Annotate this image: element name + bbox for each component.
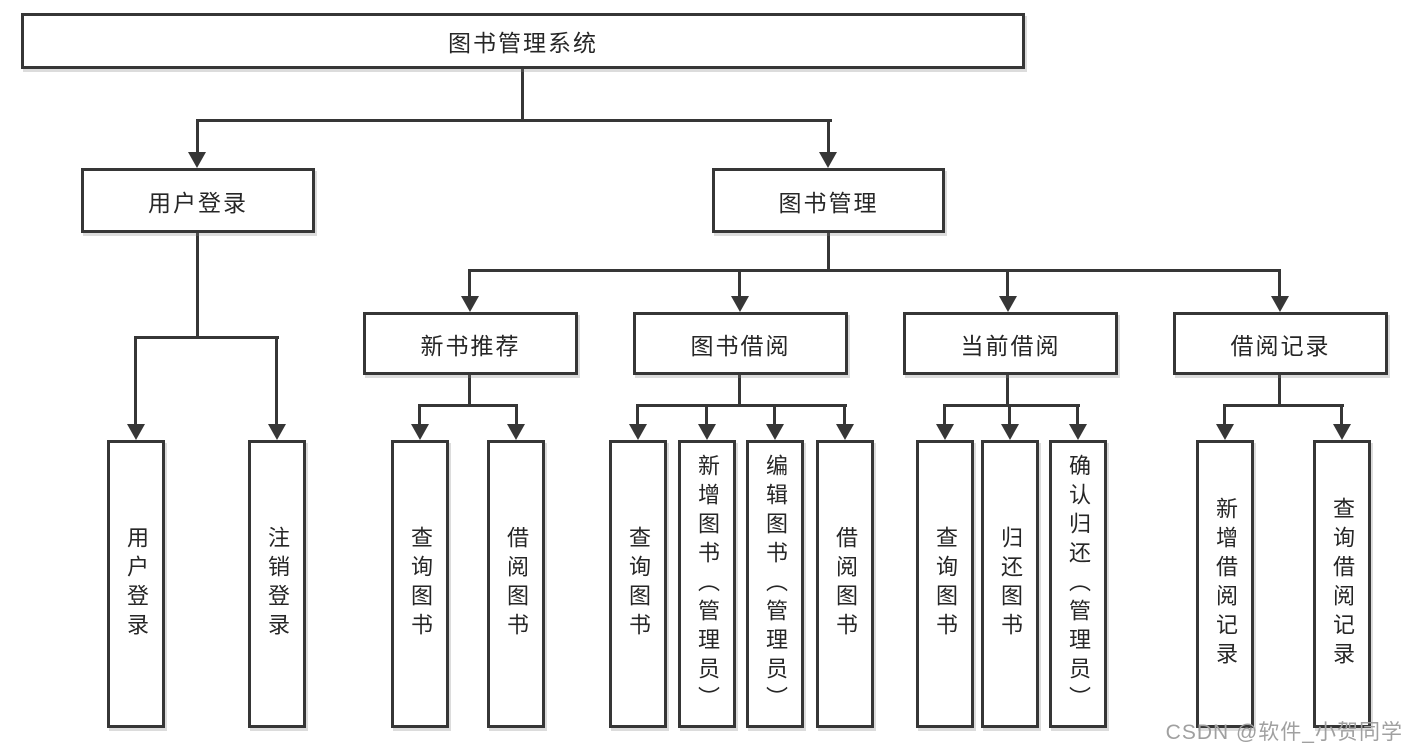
connector-stem bbox=[275, 336, 278, 436]
connector-split bbox=[418, 404, 518, 407]
leaf-label: 查询图书 bbox=[933, 526, 958, 642]
leaf-label: 借阅图书 bbox=[504, 526, 529, 642]
connector-stem bbox=[738, 375, 741, 407]
arrowhead-down-icon bbox=[819, 152, 837, 168]
connector-stem bbox=[1006, 269, 1009, 308]
node-borrow-records: 借阅记录 bbox=[1173, 312, 1388, 375]
leaf-label: 编辑图书（管理员） bbox=[763, 453, 788, 715]
arrowhead-down-icon bbox=[268, 424, 286, 440]
leaf-label: 确认归还（管理员） bbox=[1066, 453, 1091, 715]
connector-stem bbox=[773, 404, 776, 436]
arrowhead-down-icon bbox=[629, 424, 647, 440]
node-label: 用户登录 bbox=[148, 189, 248, 216]
connector-stem bbox=[827, 119, 830, 164]
node-book-borrow: 图书借阅 bbox=[633, 312, 848, 375]
connector-stem bbox=[1340, 404, 1343, 436]
connector-split bbox=[636, 404, 847, 407]
arrowhead-down-icon bbox=[936, 424, 954, 440]
arrowhead-down-icon bbox=[698, 424, 716, 440]
connector-stem bbox=[468, 269, 471, 308]
connector-stem bbox=[636, 404, 639, 436]
connector-stem bbox=[196, 232, 199, 339]
connector-split bbox=[943, 404, 1080, 407]
arrowhead-down-icon bbox=[411, 424, 429, 440]
leaf-edit-book-admin: 编辑图书（管理员） bbox=[746, 440, 804, 728]
arrowhead-down-icon bbox=[1216, 424, 1234, 440]
node-label: 借阅记录 bbox=[1230, 332, 1331, 359]
leaf-label: 注销登录 bbox=[265, 526, 290, 642]
connector-stem bbox=[827, 233, 830, 272]
node-label: 图书管理系统 bbox=[448, 30, 598, 56]
arrowhead-down-icon bbox=[1069, 424, 1087, 440]
leaf-add-book-admin: 新增图书（管理员） bbox=[678, 440, 736, 728]
leaf-label: 查询借阅记录 bbox=[1330, 497, 1355, 671]
node-new-book-recommend: 新书推荐 bbox=[363, 312, 578, 375]
arrowhead-down-icon bbox=[836, 424, 854, 440]
leaf-confirm-return-admin: 确认归还（管理员） bbox=[1049, 440, 1107, 728]
arrowhead-down-icon bbox=[766, 424, 784, 440]
connector-split bbox=[468, 269, 1281, 272]
node-root: 图书管理系统 bbox=[21, 13, 1025, 69]
connector-stem bbox=[738, 269, 741, 308]
leaf-logout: 注销登录 bbox=[248, 440, 306, 728]
connector-stem bbox=[468, 375, 471, 407]
node-book-management: 图书管理 bbox=[712, 168, 945, 233]
connector-stem bbox=[134, 336, 137, 436]
leaf-query-books-recommend: 查询图书 bbox=[391, 440, 449, 728]
leaf-borrow-books: 借阅图书 bbox=[816, 440, 874, 728]
connector-stem bbox=[1223, 404, 1226, 436]
connector-split bbox=[1223, 404, 1344, 407]
connector-stem bbox=[1006, 375, 1009, 407]
arrowhead-down-icon bbox=[999, 296, 1017, 312]
leaf-query-books-borrow: 查询图书 bbox=[609, 440, 667, 728]
connector-stem bbox=[843, 404, 846, 436]
connector-split bbox=[134, 336, 279, 339]
node-label: 当前借阅 bbox=[960, 332, 1061, 359]
arrowhead-down-icon bbox=[127, 424, 145, 440]
node-current-borrow: 当前借阅 bbox=[903, 312, 1118, 375]
connector-stem bbox=[196, 119, 199, 164]
arrowhead-down-icon bbox=[731, 296, 749, 312]
arrowhead-down-icon bbox=[188, 152, 206, 168]
leaf-label: 新增借阅记录 bbox=[1213, 497, 1238, 671]
arrowhead-down-icon bbox=[1333, 424, 1351, 440]
leaf-user-login: 用户登录 bbox=[107, 440, 165, 728]
leaf-query-borrow-record: 查询借阅记录 bbox=[1313, 440, 1371, 728]
connector-stem bbox=[943, 404, 946, 436]
leaf-label: 查询图书 bbox=[408, 526, 433, 642]
connector-stem bbox=[1076, 404, 1079, 436]
node-user-login: 用户登录 bbox=[81, 168, 315, 233]
leaf-label: 归还图书 bbox=[998, 526, 1023, 642]
arrowhead-down-icon bbox=[1001, 424, 1019, 440]
connector-stem bbox=[1278, 375, 1281, 407]
arrowhead-down-icon bbox=[507, 424, 525, 440]
connector-root-stem bbox=[521, 69, 524, 122]
connector-stem bbox=[705, 404, 708, 436]
watermark-text: CSDN @软件_小贺同学 bbox=[1165, 721, 1403, 744]
node-label: 新书推荐 bbox=[420, 332, 521, 359]
leaf-borrow-books-recommend: 借阅图书 bbox=[487, 440, 545, 728]
connector-stem bbox=[1278, 269, 1281, 308]
leaf-return-book: 归还图书 bbox=[981, 440, 1039, 728]
node-label: 图书借阅 bbox=[690, 332, 791, 359]
leaf-label: 借阅图书 bbox=[833, 526, 858, 642]
node-label: 图书管理 bbox=[778, 189, 879, 216]
connector-stem bbox=[1008, 404, 1011, 436]
leaf-query-books-current: 查询图书 bbox=[916, 440, 974, 728]
connector-stem bbox=[515, 404, 518, 436]
arrowhead-down-icon bbox=[461, 296, 479, 312]
connector-stem bbox=[418, 404, 421, 436]
leaf-add-borrow-record: 新增借阅记录 bbox=[1196, 440, 1254, 728]
arrowhead-down-icon bbox=[1271, 296, 1289, 312]
leaf-label: 用户登录 bbox=[124, 526, 149, 642]
leaf-label: 查询图书 bbox=[626, 526, 651, 642]
connector-root-split bbox=[196, 119, 832, 122]
leaf-label: 新增图书（管理员） bbox=[695, 453, 720, 715]
